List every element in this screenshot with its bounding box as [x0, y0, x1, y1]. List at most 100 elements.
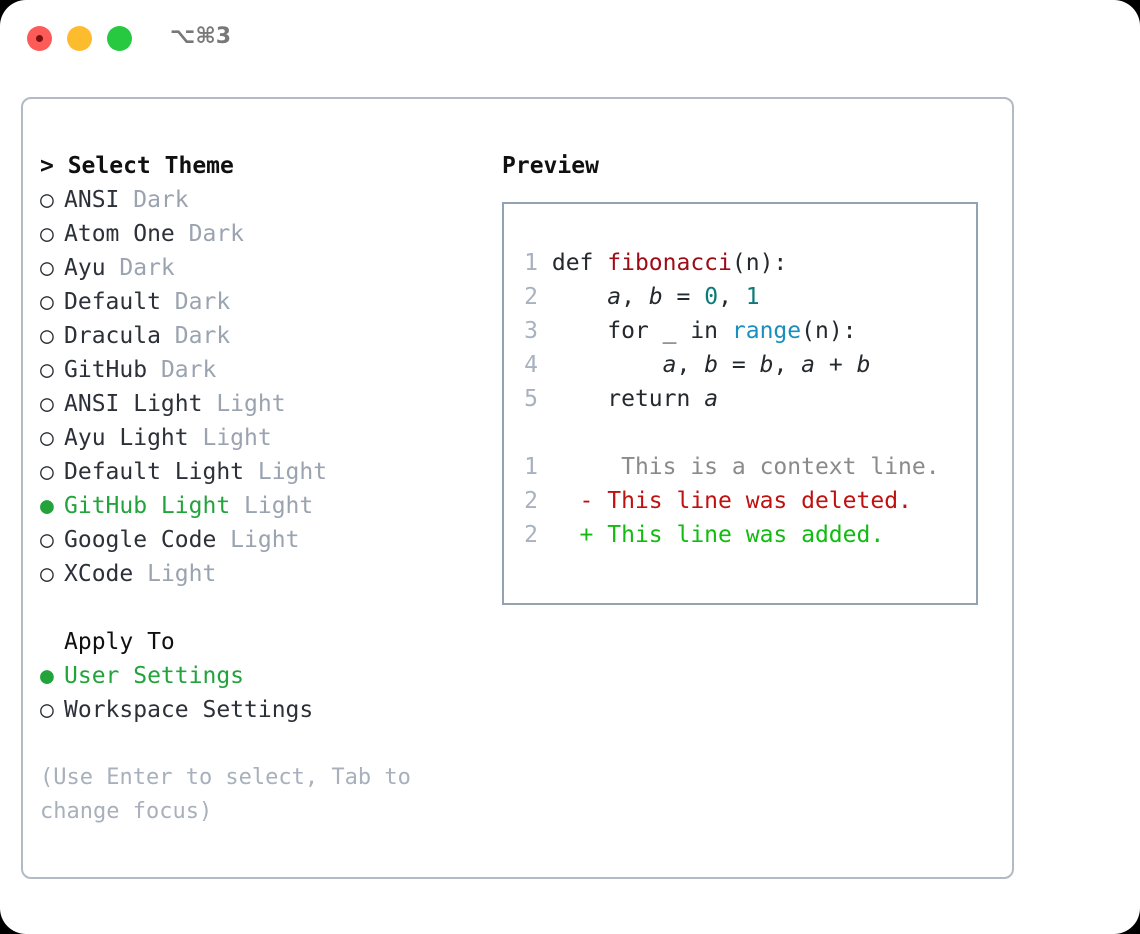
theme-item-variant: Dark [105, 255, 175, 281]
radio-unselected-icon[interactable]: ○ [40, 221, 54, 247]
theme-item-variant: Light [133, 561, 217, 587]
radio-unselected-icon[interactable]: ○ [40, 289, 54, 315]
theme-item[interactable]: ○ XCode Light [40, 557, 490, 591]
code-token: (n): [731, 250, 788, 276]
line-number: 3 [524, 318, 538, 344]
code-token: 0 [704, 284, 719, 310]
code-token: return [551, 386, 705, 412]
theme-item-label: Default [64, 289, 161, 315]
theme-item-label: Ayu Light [64, 425, 189, 451]
theme-item-variant: Light [188, 425, 272, 451]
code-token: = [662, 284, 705, 310]
code-token: a [607, 284, 622, 310]
code-token: range [731, 318, 802, 344]
diff-line: 2 + This line was added. [516, 518, 940, 552]
diff-line: 1 This is a context line. [516, 450, 940, 484]
code-line: 2 a, b = 0, 1 [516, 280, 940, 314]
code-token: , [621, 284, 649, 310]
apply-to-header: Apply To [64, 629, 175, 655]
code-token [552, 352, 663, 378]
theme-item-label: Default Light [64, 459, 245, 485]
code-token: , [676, 352, 705, 378]
theme-item[interactable]: ○ANSI Dark [40, 183, 490, 217]
theme-item[interactable]: ●GitHub Light Light [40, 489, 490, 523]
diff-text: This is a context line. [593, 454, 940, 480]
theme-item[interactable]: ○Atom One Dark [40, 217, 490, 251]
preview-title: Preview [502, 153, 599, 179]
maximize-button[interactable] [107, 26, 132, 51]
radio-unselected-icon[interactable]: ○ [40, 425, 54, 451]
code-line: 4 a, b = b, a + b [516, 348, 940, 382]
radio-selected-icon[interactable]: ● [40, 663, 54, 689]
theme-item[interactable]: ○ Ayu Light Light [40, 421, 490, 455]
diff-sign: + [579, 522, 594, 548]
title-bar: ⌥⌘3 [0, 0, 1140, 78]
keyboard-hint: (Use Enter to select, Tab to change focu… [40, 765, 411, 824]
theme-item-variant: Light [216, 527, 300, 553]
theme-item[interactable]: ○Ayu Dark [40, 251, 490, 285]
radio-unselected-icon[interactable]: ○ [40, 357, 54, 383]
line-number: 4 [524, 352, 538, 378]
line-number: 2 [524, 284, 538, 310]
line-number: 2 [524, 522, 538, 548]
theme-item-variant: Dark [160, 323, 231, 349]
close-button[interactable] [27, 26, 52, 51]
diff-sign [580, 454, 594, 480]
code-token [552, 284, 607, 310]
panel-columns: > Select Theme ○ANSI Dark○Atom One Dark○… [23, 99, 1012, 877]
diff-text: This line was deleted. [593, 488, 912, 514]
theme-item-label: Dracula [64, 323, 161, 349]
radio-unselected-icon[interactable]: ○ [40, 561, 54, 587]
diff-sign: - [579, 488, 594, 514]
code-token: b [704, 352, 719, 378]
apply-to-option[interactable]: ●User Settings [40, 659, 490, 693]
code-token: b [856, 352, 871, 378]
theme-item-variant: Light [202, 391, 286, 417]
theme-list[interactable]: ○ANSI Dark○Atom One Dark○Ayu Dark○Defaul… [40, 183, 490, 591]
code-line: 5 return a [516, 382, 940, 416]
code-token: a [662, 352, 677, 378]
line-number: 2 [524, 488, 538, 514]
code-token: + [815, 352, 857, 378]
code-token: , [773, 352, 802, 378]
diff-line: 2 - This line was deleted. [516, 484, 940, 518]
theme-item[interactable]: ○ANSI Light Light [40, 387, 490, 421]
theme-item[interactable]: ○ Dracula Dark [40, 319, 490, 353]
select-theme-header: > Select Theme [40, 153, 234, 179]
code-token: for _ in [551, 318, 732, 344]
line-number: 1 [524, 454, 538, 480]
code-token: b [648, 284, 663, 310]
code-token: def [551, 250, 608, 276]
theme-item[interactable]: ○ Default Dark [40, 285, 490, 319]
theme-item-label: Google Code [64, 527, 217, 553]
radio-unselected-icon[interactable]: ○ [40, 697, 54, 723]
radio-unselected-icon[interactable]: ○ [40, 187, 54, 213]
theme-item[interactable]: ○GitHub Dark [40, 353, 490, 387]
radio-unselected-icon[interactable]: ○ [40, 391, 54, 417]
radio-unselected-icon[interactable]: ○ [40, 323, 54, 349]
radio-unselected-icon[interactable]: ○ [40, 459, 54, 485]
preview-column: Preview 1 def fibonacci(n):2 a, b = 0, 1… [502, 149, 1002, 605]
theme-item[interactable]: ○Default Light Light [40, 455, 490, 489]
line-number: 5 [524, 386, 538, 412]
code-token: (n): [801, 318, 857, 344]
theme-item-variant: Light [230, 493, 314, 519]
main-panel: > Select Theme ○ANSI Dark○Atom One Dark○… [21, 97, 1014, 879]
theme-item[interactable]: ○ Google Code Light [40, 523, 490, 557]
apply-to-option-label: Workspace Settings [64, 697, 314, 723]
minimize-button[interactable] [67, 26, 92, 51]
radio-unselected-icon[interactable]: ○ [40, 255, 54, 281]
radio-unselected-icon[interactable]: ○ [40, 527, 54, 553]
code-blank-line [516, 416, 940, 450]
code-line: 3 for _ in range(n): [516, 314, 940, 348]
theme-item-label: XCode [64, 561, 134, 587]
apply-to-list[interactable]: ●User Settings ○ Workspace Settings [40, 659, 490, 727]
theme-item-variant: Dark [160, 289, 231, 315]
radio-selected-icon[interactable]: ● [40, 493, 54, 519]
apply-to-option[interactable]: ○ Workspace Settings [40, 693, 490, 727]
diff-text: This line was added. [593, 522, 885, 548]
list-spacer [40, 591, 490, 625]
code-token: b [759, 352, 774, 378]
